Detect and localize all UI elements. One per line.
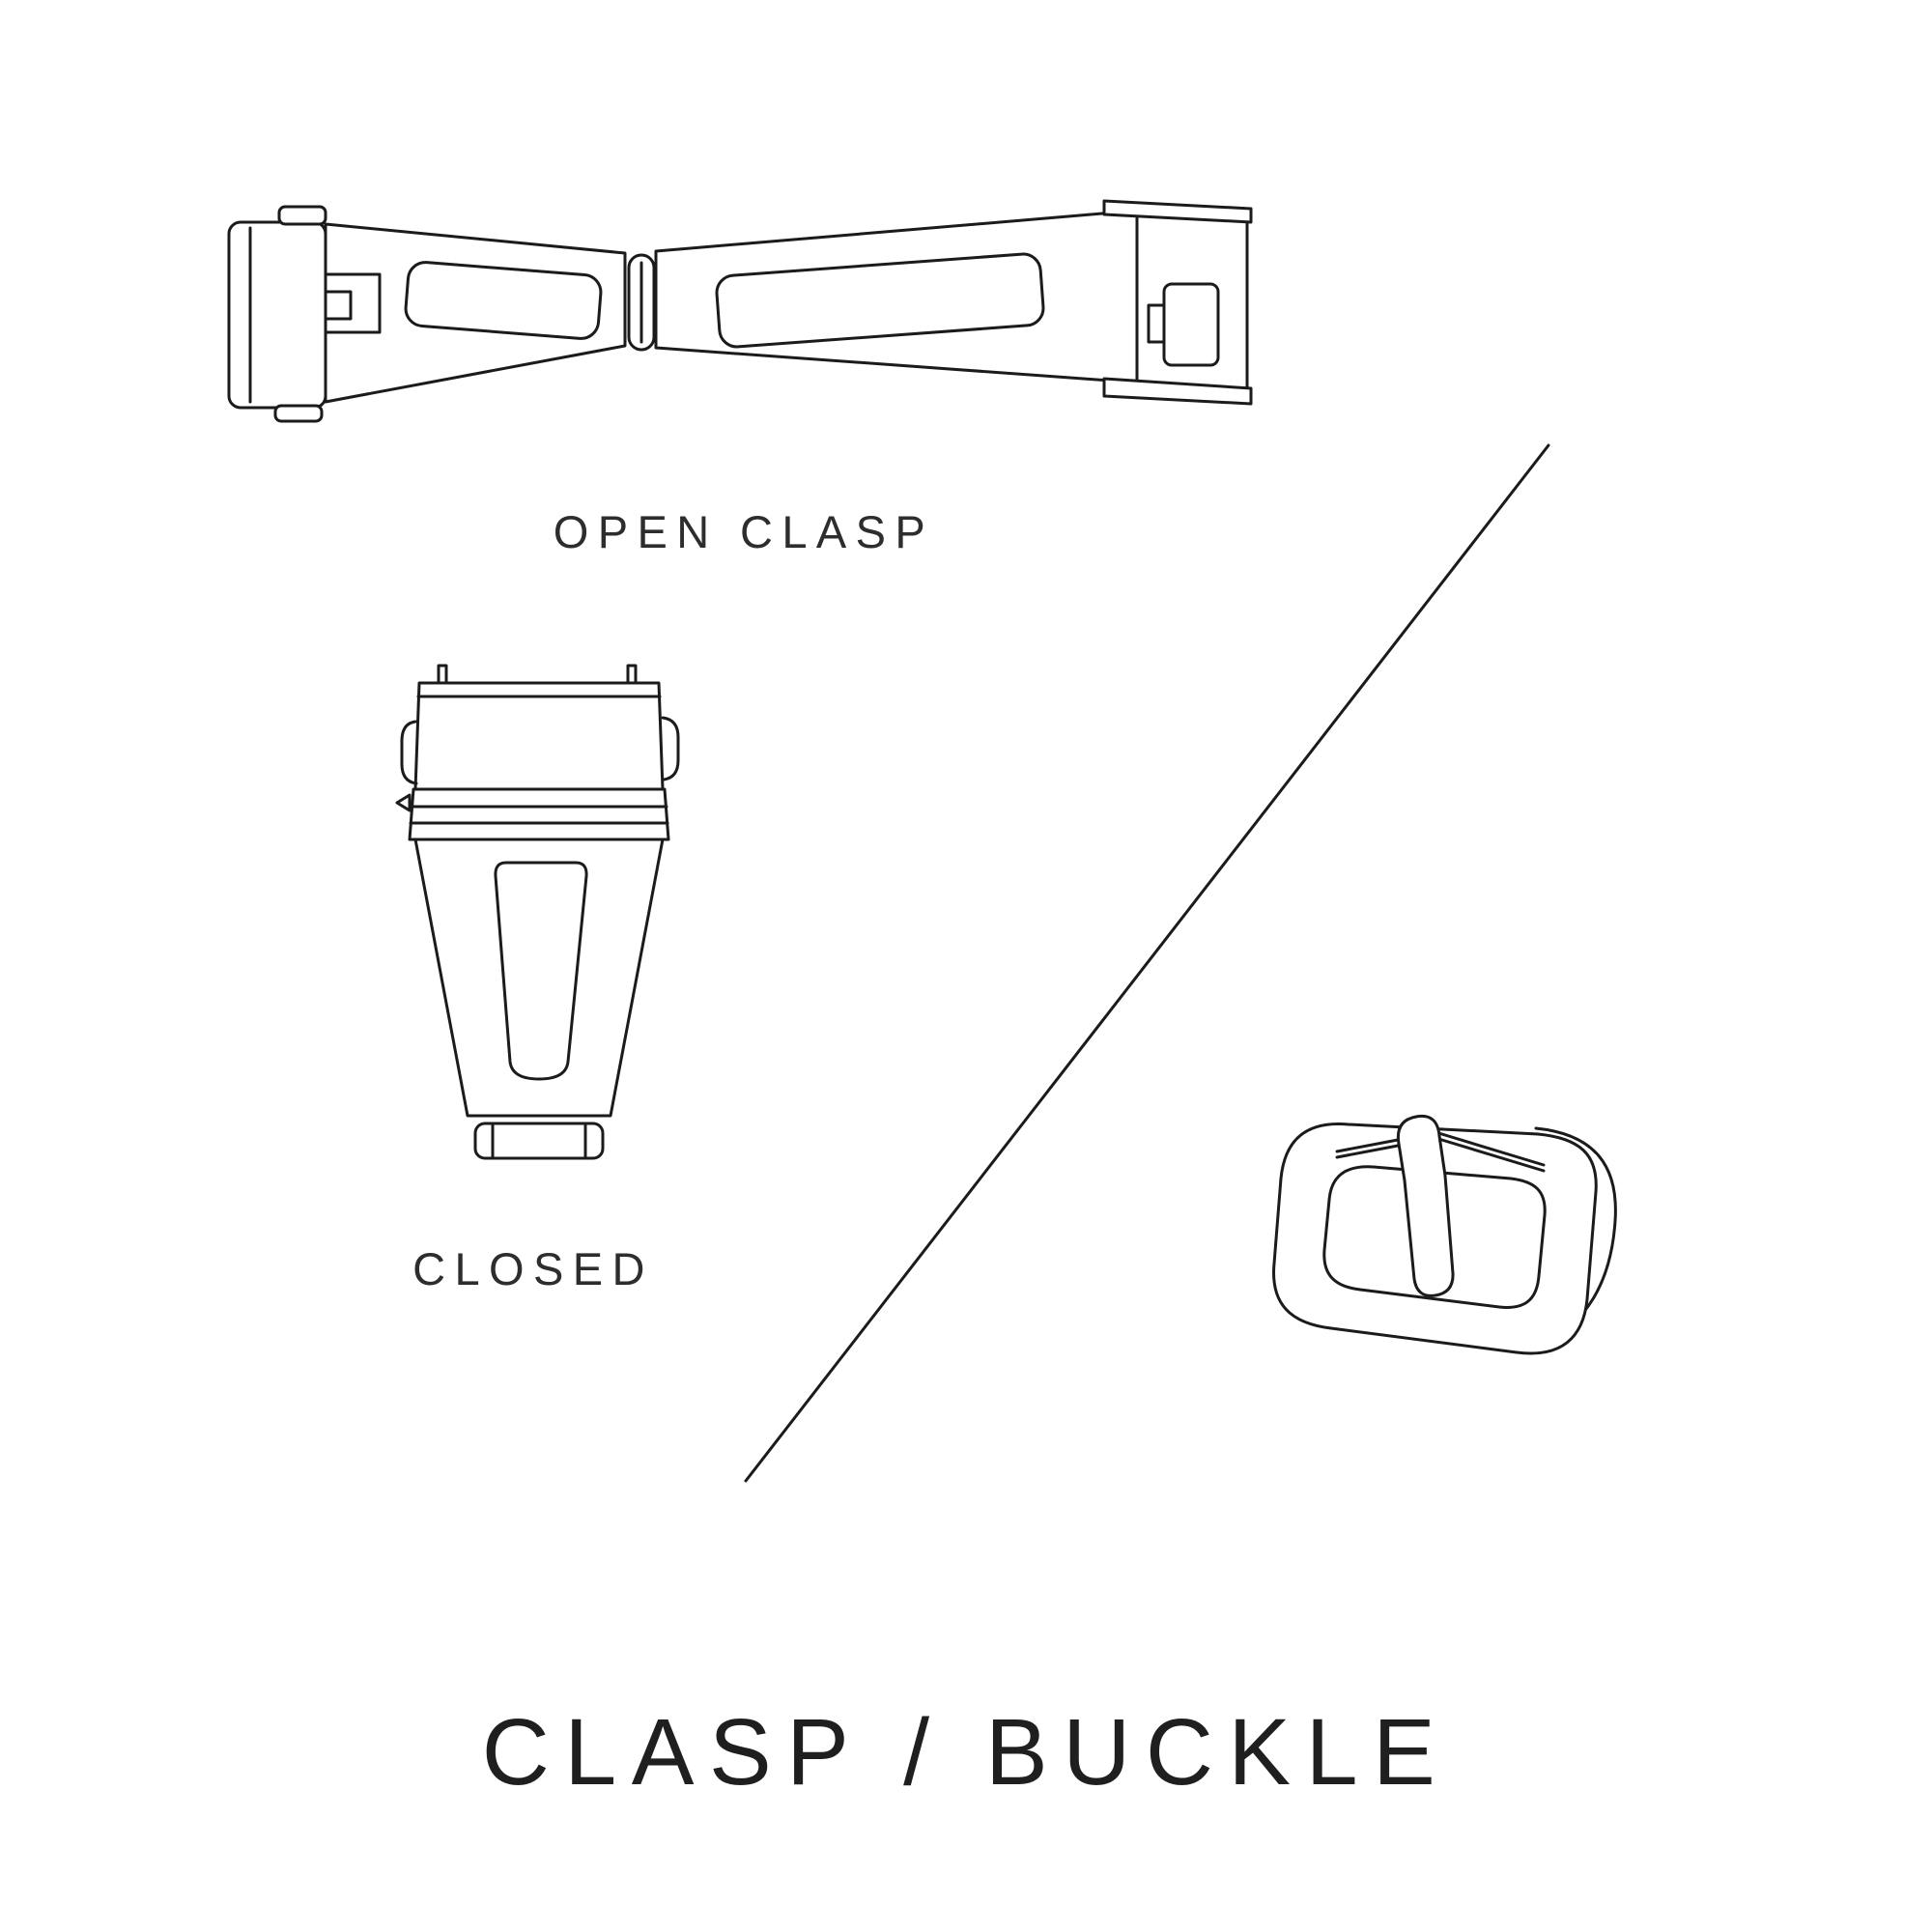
page-title: CLASP / BUCKLE [481, 1699, 1451, 1804]
open-clasp-label: OPEN CLASP [553, 506, 935, 557]
open-clasp-illustration [227, 199, 1253, 423]
closed-clasp-illustration [395, 664, 680, 1160]
tang-buckle-illustration [1272, 1114, 1617, 1355]
closed-clasp-label: CLOSED [412, 1243, 654, 1294]
divider-line [744, 443, 1550, 1483]
